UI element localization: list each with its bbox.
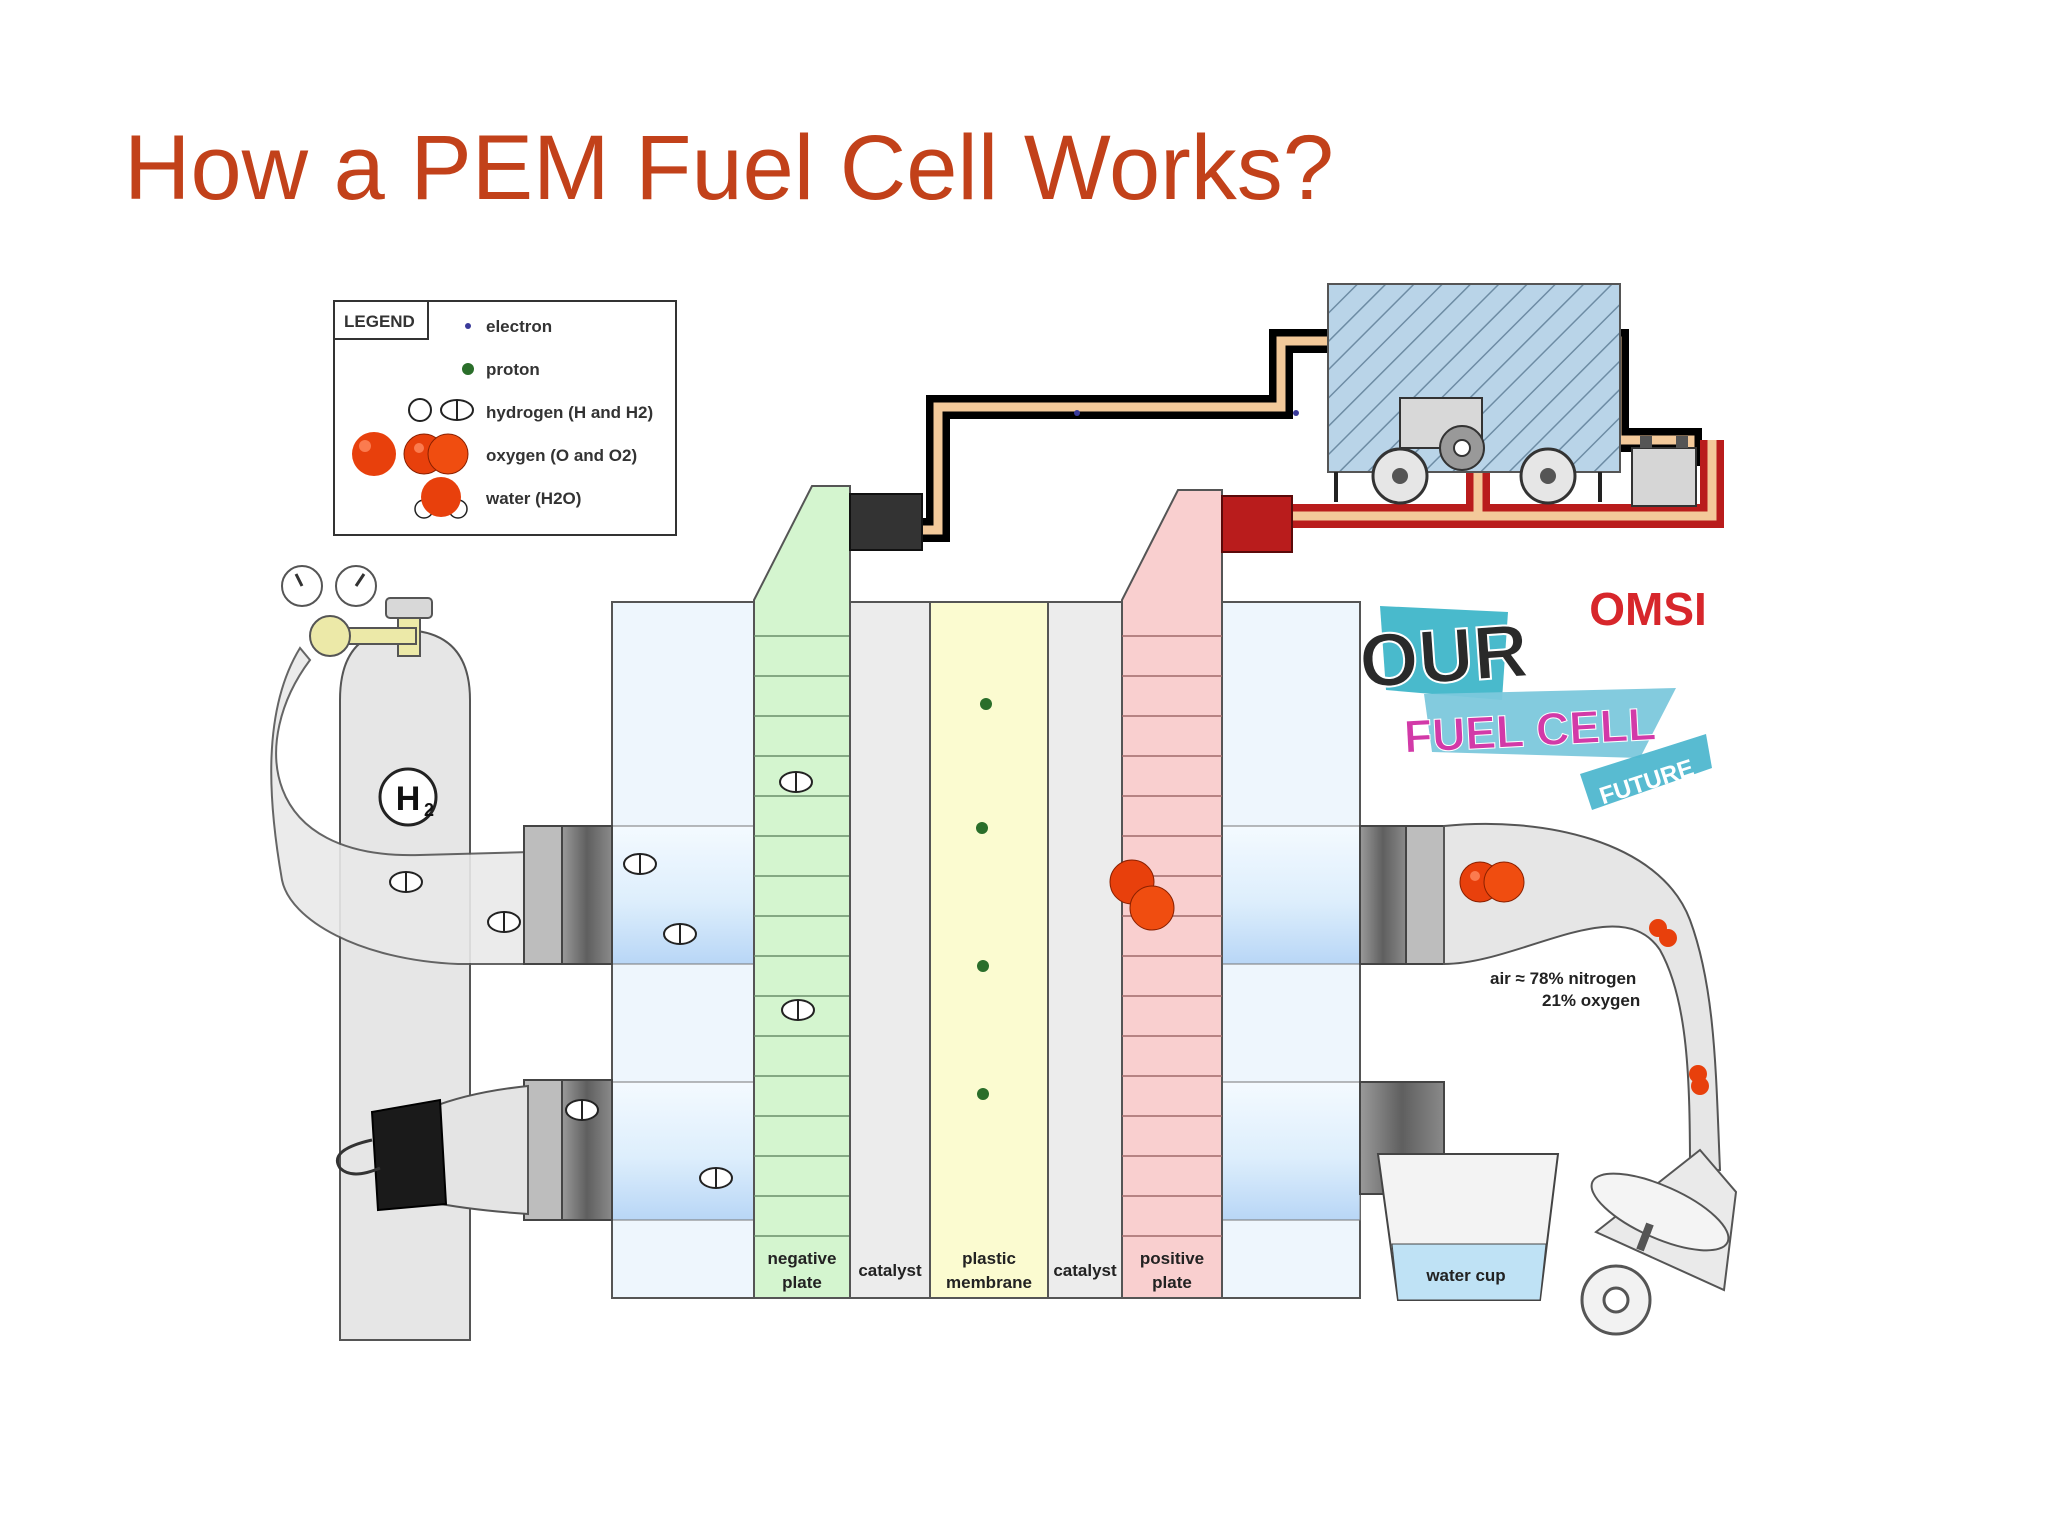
legend-electron-label: electron — [486, 317, 552, 336]
electron-legend-icon — [465, 323, 471, 329]
water-cup: water cup — [1376, 1153, 1560, 1301]
hydrogen-molecule-icon — [487, 911, 521, 933]
positive-terminal — [1221, 495, 1293, 553]
air-note-line1: air ≈ 78% nitrogen — [1490, 969, 1636, 988]
tank-subscript: 2 — [424, 800, 434, 820]
our-fuel-cell-future-logo: OUR FUEL CELL FUTURE — [1356, 606, 1712, 810]
hydrogen-molecule-icon — [781, 999, 815, 1021]
oxygen-atom — [1129, 885, 1175, 931]
legend-water-label: water (H2O) — [485, 489, 581, 508]
oxygen-molecule-icon — [1459, 861, 1525, 903]
positive-plate-label-2: plate — [1152, 1273, 1192, 1292]
catalyst-left — [849, 601, 931, 1299]
legend-oxygen-label: oxygen (O and O2) — [486, 446, 637, 465]
catalyst-left-label: catalyst — [858, 1261, 922, 1280]
electron-dot — [1074, 410, 1080, 416]
hydrogen-molecule-icon — [663, 923, 697, 945]
catalyst-right — [1047, 601, 1123, 1299]
protons — [976, 698, 992, 1100]
legend-heading: LEGEND — [344, 312, 415, 331]
membrane-label-2: membrane — [946, 1273, 1032, 1292]
hydrogen-molecule-icon — [699, 1167, 733, 1189]
proton-legend-icon — [462, 363, 474, 375]
plastic-membrane — [929, 601, 1049, 1299]
hydrogen-legend-icon — [408, 398, 474, 422]
tank-label: H — [396, 780, 421, 818]
legend-proton-label: proton — [486, 360, 540, 379]
binder-clip — [336, 1084, 529, 1216]
hydrogen-molecule-icon — [389, 871, 423, 893]
oxygen-atom — [1659, 929, 1677, 947]
membrane-label-1: plastic — [962, 1249, 1016, 1268]
wheel-icon — [1519, 447, 1577, 505]
wheel-icon — [1371, 447, 1429, 505]
negative-plate-grid — [754, 635, 850, 1237]
water-legend-icon — [414, 477, 468, 519]
hydrogen-molecule-icon — [623, 853, 657, 875]
slide-title: How a PEM Fuel Cell Works? — [124, 117, 1334, 219]
negative-plate-label-1: negative — [768, 1249, 837, 1268]
our-logo-text: OUR — [1357, 608, 1531, 705]
proton-dot — [976, 822, 988, 834]
electron-dot — [1293, 410, 1299, 416]
positive-plate-label-1: positive — [1140, 1249, 1204, 1268]
anode-flow-channel — [611, 1081, 755, 1221]
cathode-flow-channel — [1221, 825, 1361, 965]
connectors — [523, 825, 1445, 1221]
proton-dot — [977, 1088, 989, 1100]
legend: LEGEND electron proton hydrogen (H and H… — [333, 300, 677, 536]
hydrogen-molecule-icon — [565, 1099, 599, 1121]
cathode-flow-channel — [1221, 1081, 1361, 1221]
legend-hydrogen-label: hydrogen (H and H2) — [486, 403, 653, 422]
air-hose — [1443, 822, 1738, 1336]
proton-dot — [980, 698, 992, 710]
battery — [1631, 447, 1697, 507]
omsi-logo-text: OMSI — [1589, 583, 1707, 635]
positive-plate — [1121, 489, 1223, 1299]
oxygen-molecules — [1109, 859, 1709, 1095]
fuel-cell-stack: negative plate catalyst plastic membrane… — [611, 485, 1361, 1299]
vehicle-load — [1327, 283, 1697, 507]
hydrogen-molecule-icon — [779, 771, 813, 793]
catalyst-right-label: catalyst — [1053, 1261, 1117, 1280]
omsi-logo: OMSI — [1589, 583, 1707, 635]
air-note-line2: 21% oxygen — [1542, 991, 1640, 1010]
regulator-icon — [309, 615, 351, 657]
hydrogen-hose — [270, 646, 531, 965]
fuel-cell-logo-text: FUEL CELL — [1403, 697, 1658, 762]
negative-plate-label-2: plate — [782, 1273, 822, 1292]
proton-dot — [977, 960, 989, 972]
oxygen-legend-icon — [352, 432, 469, 476]
oxygen-atom — [1691, 1077, 1709, 1095]
water-cup-label: water cup — [1425, 1266, 1505, 1285]
negative-terminal — [849, 493, 923, 551]
negative-plate — [753, 485, 851, 1299]
